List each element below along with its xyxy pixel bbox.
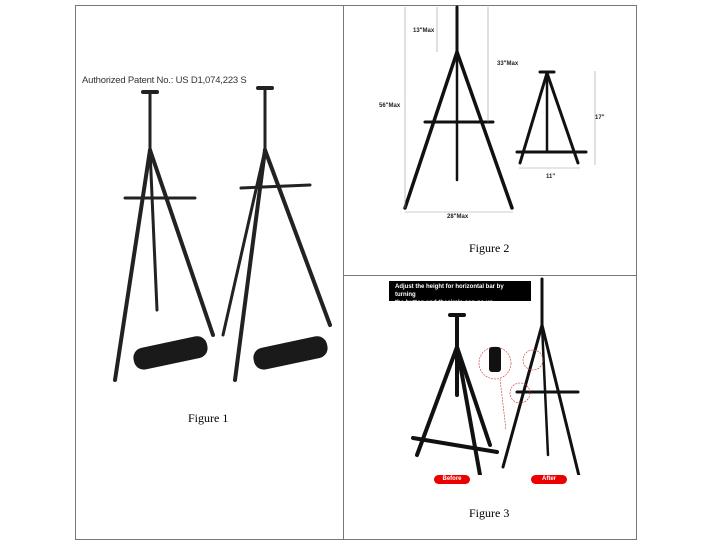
- figure1-easels-image: [113, 86, 332, 382]
- banner-line-2: the button and thecircle can go up: [395, 300, 494, 306]
- divider-horizontal: [343, 275, 637, 276]
- banner-line-1: Adjust the height for horizontal bar by …: [395, 284, 504, 298]
- dim-13-max: 13"Max: [413, 28, 435, 34]
- patent-text: Authorized Patent No.: US D1,074,223 S: [82, 75, 247, 86]
- figure3-easels-image: [411, 277, 581, 475]
- dim-33-max: 33"Max: [497, 61, 519, 67]
- dim-28-max: 28"Max: [447, 214, 469, 220]
- figure3-caption: Figure 3: [469, 506, 510, 520]
- divider-vertical: [343, 5, 344, 540]
- figure1-caption: Figure 1: [188, 411, 229, 425]
- document-frame: [75, 5, 637, 540]
- dim-56-max: 56"Max: [379, 103, 401, 109]
- after-label: After: [531, 475, 567, 484]
- dim-11: 11": [546, 174, 556, 180]
- dim-17: 17": [595, 115, 605, 121]
- figure2-caption: Figure 2: [469, 241, 510, 255]
- instruction-banner: Adjust the height for horizontal bar by …: [389, 281, 531, 306]
- figure2-easels-image: [403, 5, 596, 213]
- before-label: Before: [434, 475, 470, 484]
